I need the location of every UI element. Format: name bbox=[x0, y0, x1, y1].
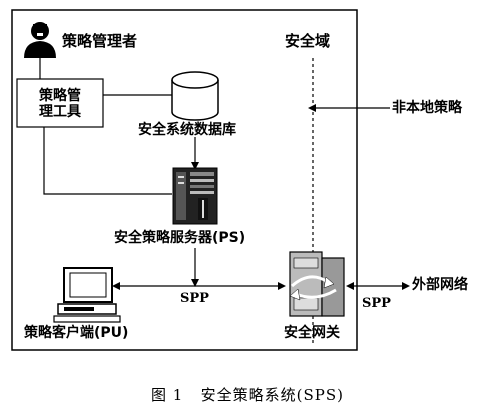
spp-inner-label: SPP bbox=[180, 291, 209, 306]
policy-tool-box bbox=[16, 78, 104, 128]
non-local-policy-label: 非本地策略 bbox=[392, 100, 462, 116]
database-icon bbox=[171, 71, 219, 121]
external-network-label: 外部网络 bbox=[412, 277, 468, 293]
security-domain-label: 安全域 bbox=[285, 32, 331, 50]
spp-outer-label: SPP bbox=[362, 296, 391, 311]
client-label: 策略客户端(PU) bbox=[24, 325, 129, 341]
figure-caption: 图 1 安全策略系统(SPS) bbox=[0, 384, 495, 405]
policy-tool-label: 策略管 理工具 bbox=[39, 88, 81, 121]
policy-server-label: 安全策略服务器(PS) bbox=[114, 230, 246, 246]
server-icon bbox=[172, 167, 218, 225]
gateway-label: 安全网关 bbox=[284, 325, 340, 341]
security-domain-boundary bbox=[11, 9, 358, 351]
figure-number: 图 1 bbox=[151, 386, 184, 404]
database-label: 安全系统数据库 bbox=[138, 122, 236, 138]
gateway-icon bbox=[289, 251, 345, 317]
tool-to-server-line bbox=[43, 127, 172, 195]
user-icon bbox=[24, 22, 56, 58]
policy-admin-label: 策略管理者 bbox=[62, 32, 138, 50]
computer-icon bbox=[53, 267, 121, 323]
figure-title: 安全策略系统(SPS) bbox=[200, 386, 344, 404]
